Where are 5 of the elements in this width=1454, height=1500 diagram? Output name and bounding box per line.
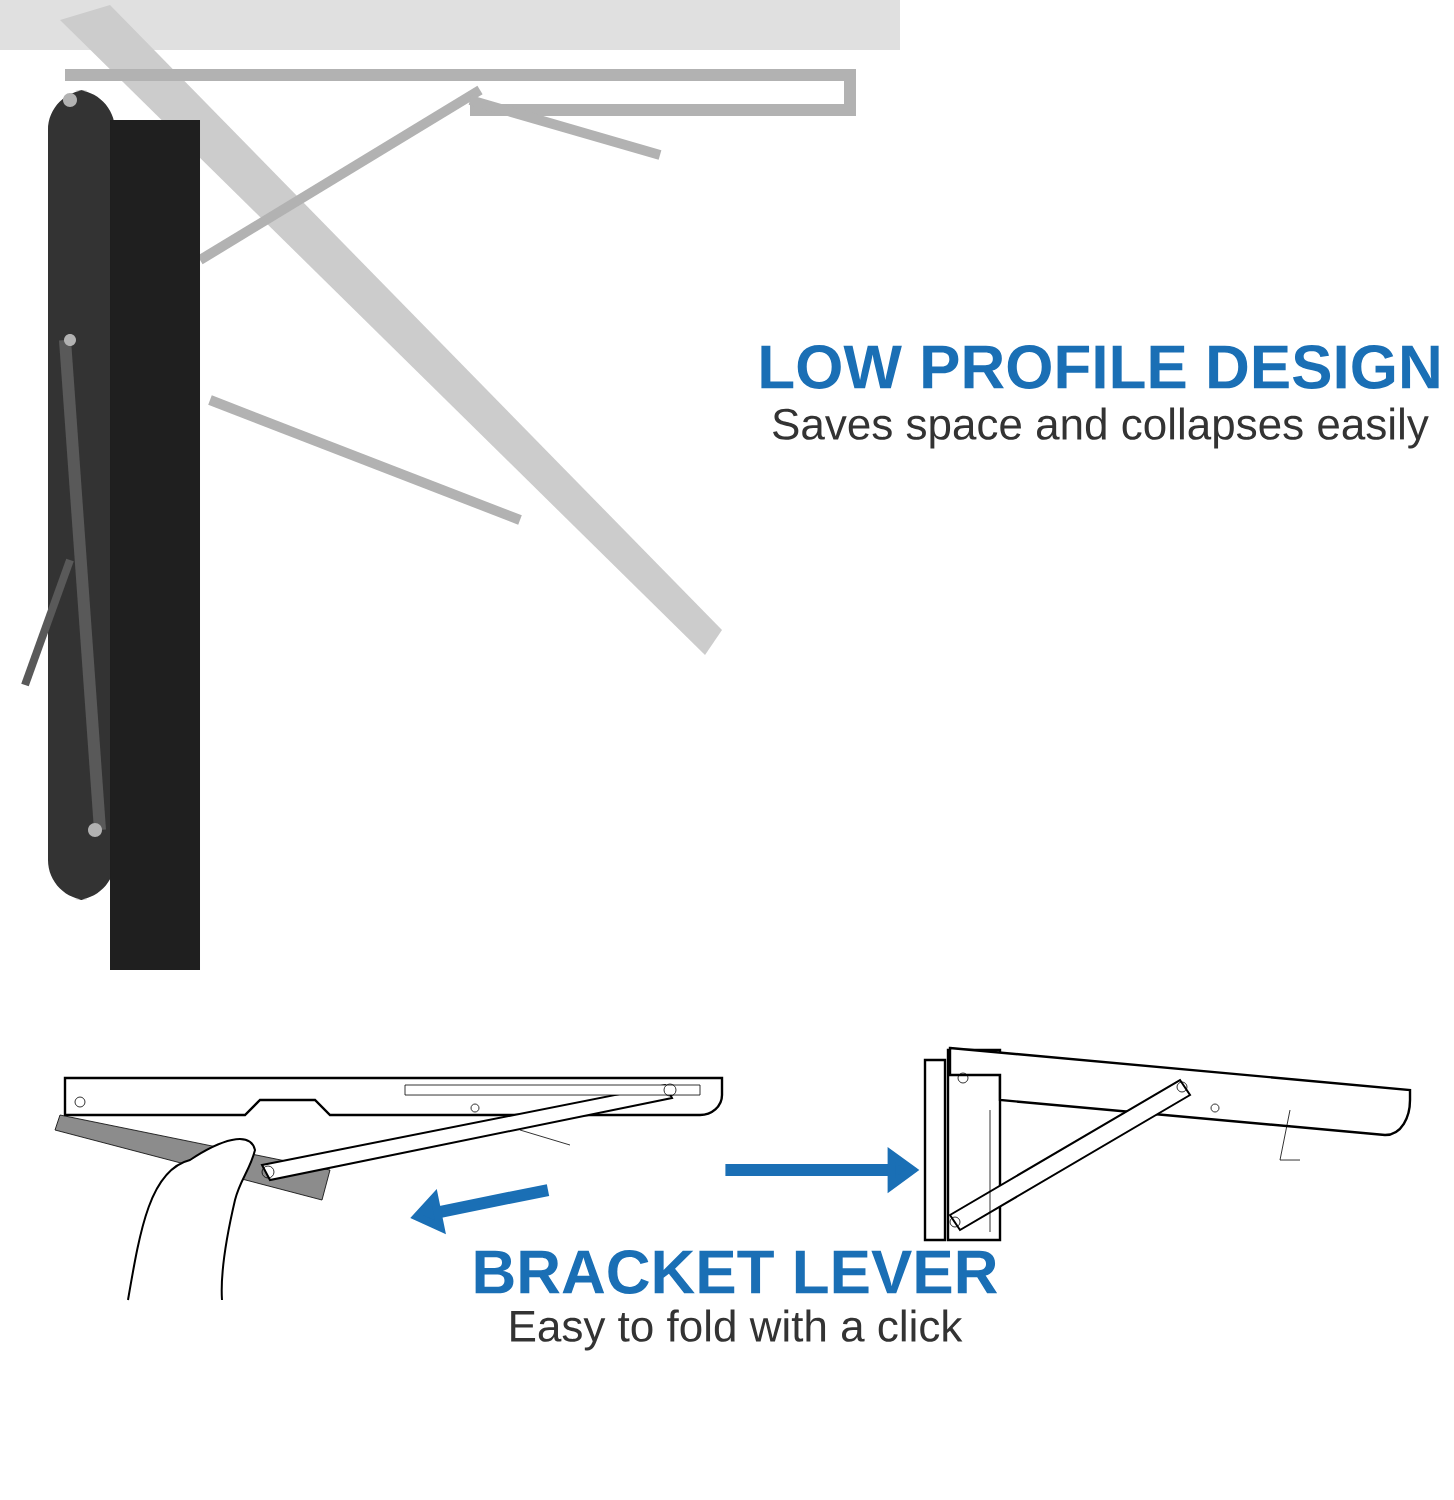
subheading: Easy to fold with a click (511, 1309, 963, 1351)
subheading: Saves space and collapses easily (773, 407, 1429, 449)
heading: LOW PROFILE DESIGN (761, 345, 1439, 389)
heading: BRACKET LEVER (475, 1250, 998, 1294)
bracket-drawing (923, 1046, 1412, 1242)
